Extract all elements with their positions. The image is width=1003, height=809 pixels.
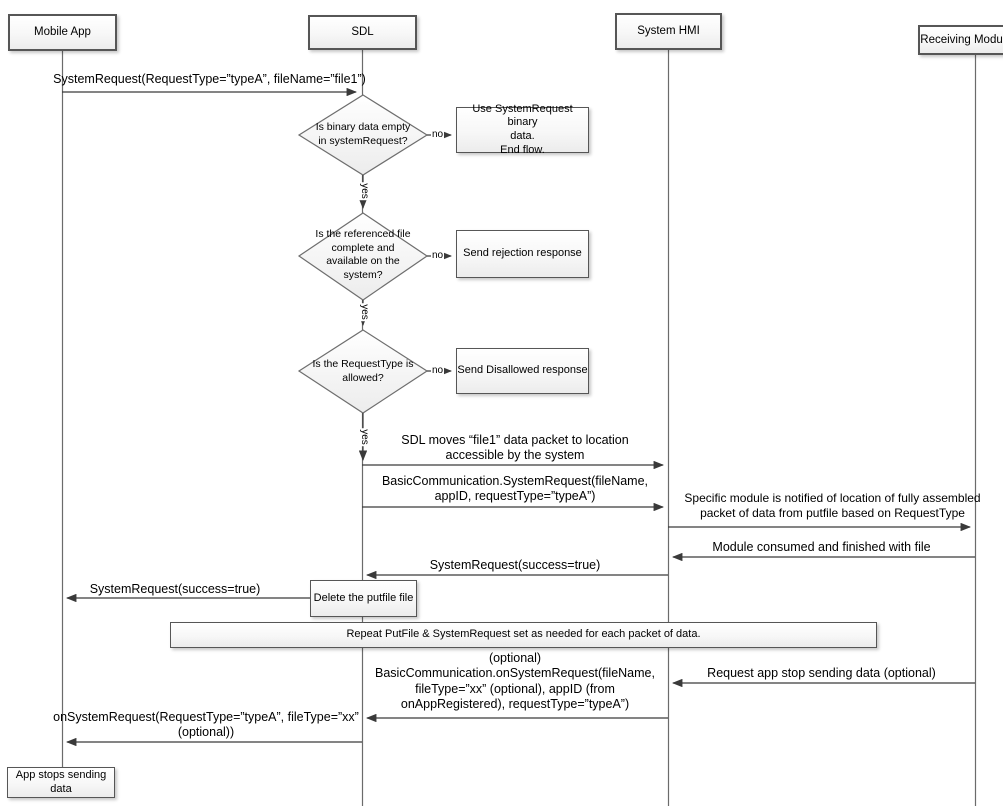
message-onsystemrequest-optional: (optional) BasicCommunication.onSystemRe… <box>375 651 655 711</box>
box-send-disallowed: Send Disallowed response <box>456 348 589 394</box>
edge-label-d3-no: no <box>431 365 445 376</box>
message-module-consumed: Module consumed and finished with file <box>712 540 931 554</box>
actor-receiving-module: Receiving Module <box>918 25 1003 55</box>
box-app-stops-sending: App stops sending data <box>7 767 115 798</box>
box-send-rejection: Send rejection response <box>456 230 589 278</box>
box-delete-putfile: Delete the putfile file <box>310 580 417 617</box>
box-repeat-putfile: Repeat PutFile & SystemRequest set as ne… <box>170 622 877 648</box>
message-sdl-moves-file: SDL moves “file1” data packet to locatio… <box>401 433 629 463</box>
edge-label-d1-yes: yes <box>358 182 370 200</box>
edge-label-d2-yes: yes <box>358 303 370 321</box>
actor-sdl: SDL <box>308 15 417 50</box>
decision-question-file-available: Is the referenced file complete and avai… <box>315 228 411 281</box>
actor-mobile-app: Mobile App <box>8 14 117 51</box>
message-request-app-stop: Request app stop sending data (optional) <box>707 666 936 680</box>
message-systemrequest-success-app: SystemRequest(success=true) <box>89 582 261 596</box>
decision-question-requesttype-allowed: Is the RequestType is allowed? <box>312 358 414 384</box>
box-use-binary-data: Use SystemRequest binary data. End flow. <box>456 103 589 156</box>
edge-label-d1-no: no <box>431 129 445 140</box>
message-specific-module-notified: Specific module is notified of location … <box>684 491 981 520</box>
edge-label-d2-no: no <box>431 250 445 261</box>
decision-question-binary-data: Is binary data empty in systemRequest? <box>315 121 411 147</box>
message-basiccommunication-systemrequest: BasicCommunication.SystemRequest(fileNam… <box>381 474 649 504</box>
message-systemrequest-success-hmi: SystemRequest(success=true) <box>429 558 601 572</box>
message-systemrequest-typea: SystemRequest(RequestType=”typeA”, fileN… <box>53 72 366 86</box>
actor-system-hmi: System HMI <box>615 13 722 50</box>
message-onsystemrequest-to-app: onSystemRequest(RequestType=”typeA”, fil… <box>53 710 359 740</box>
